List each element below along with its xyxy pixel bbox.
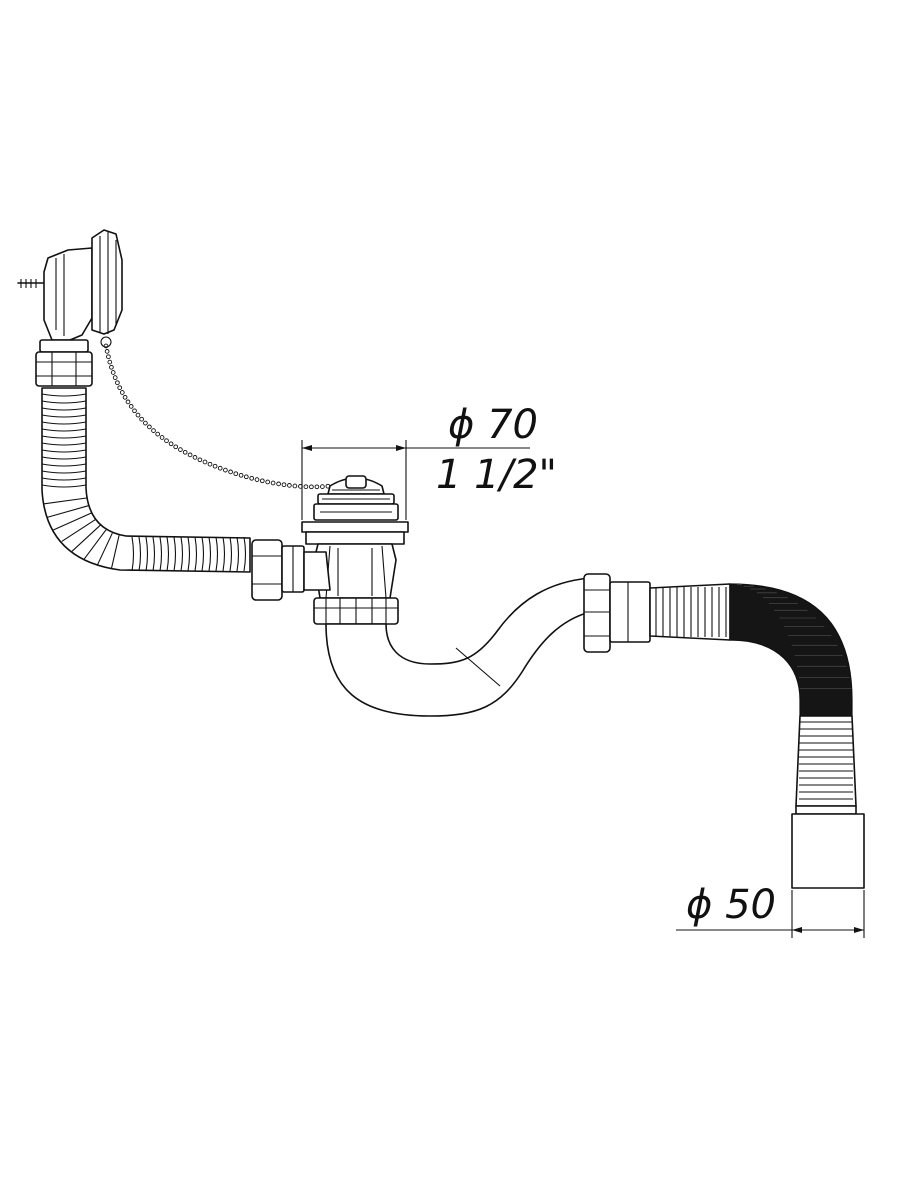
drain-plug (313, 475, 399, 521)
overflow-hose-nut (251, 539, 305, 601)
plug-chain (103, 343, 331, 490)
outlet-corrugated-hose (649, 583, 857, 807)
overflow-corrugated-hose (41, 387, 251, 573)
drain-nut (313, 597, 399, 625)
dimension-top: ϕ 70 1 1/2" (301, 402, 557, 520)
tee-branch (303, 551, 331, 591)
drain-flange (301, 521, 409, 545)
thread-size-label: 1 1/2" (436, 452, 557, 498)
overflow-unit (17, 229, 123, 348)
overflow-nut (35, 339, 93, 387)
diameter-50-label: ϕ 50 (686, 882, 776, 928)
diameter-70-label: ϕ 70 (448, 402, 538, 448)
overflow-screw (17, 279, 49, 288)
trap-outlet-nut (583, 573, 651, 653)
dimension-bottom: ϕ 50 (676, 882, 865, 938)
outlet-sleeve (791, 805, 865, 889)
